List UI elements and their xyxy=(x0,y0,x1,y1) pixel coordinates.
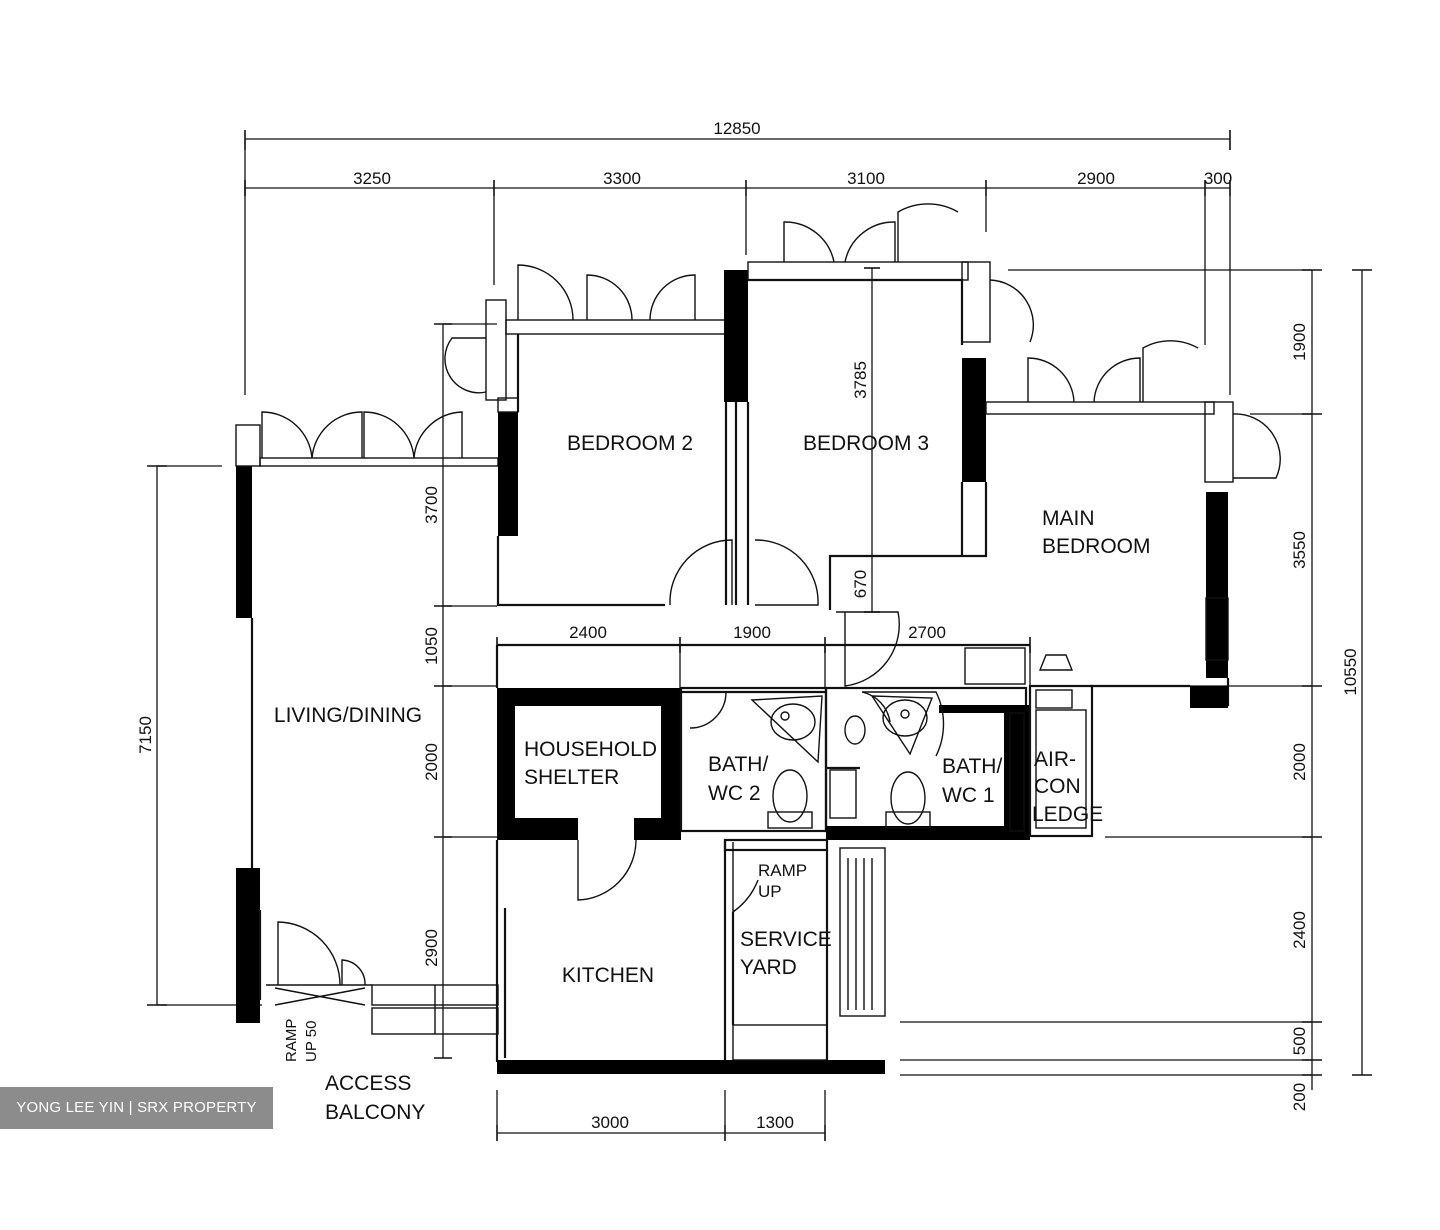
dim-top-1: 3250 xyxy=(353,169,391,188)
dim-bottom-1: 3000 xyxy=(591,1113,629,1132)
dim-left-total: 7150 xyxy=(136,716,155,754)
walls xyxy=(235,261,1234,1074)
room-labels: BEDROOM 2 BEDROOM 3 MAIN BEDROOM LIVING/… xyxy=(274,432,1151,1124)
label-ramp-up-1: RAMP xyxy=(758,861,807,880)
dim-mid-2: 1900 xyxy=(733,623,771,642)
label-ramp-up-2: UP xyxy=(758,882,782,901)
dim-right-6: 200 xyxy=(1290,1083,1309,1111)
label-bath-wc2-1: BATH/ xyxy=(708,753,768,776)
label-service-yard-1: SERVICE xyxy=(740,928,832,951)
dim-mid-3: 2700 xyxy=(908,623,946,642)
label-aircon-3: LEDGE xyxy=(1032,803,1103,826)
dim-top-3: 3100 xyxy=(847,169,885,188)
dim-top-5: 300 xyxy=(1204,169,1232,188)
dim-top-2: 3300 xyxy=(603,169,641,188)
label-service-yard-2: YARD xyxy=(740,956,797,979)
label-bath-wc2-2: WC 2 xyxy=(708,782,761,805)
dim-door-gap: 670 xyxy=(851,570,870,598)
label-living-dining: LIVING/DINING xyxy=(274,704,422,727)
watermark: YONG LEE YIN | SRX PROPERTY xyxy=(0,1087,273,1129)
label-bedroom-2: BEDROOM 2 xyxy=(567,432,693,455)
dim-overall-width: 12850 xyxy=(713,119,760,138)
label-access-balcony-1: ACCESS xyxy=(325,1072,411,1095)
label-access-balcony-2: BALCONY xyxy=(325,1101,425,1124)
dim-right-total: 10550 xyxy=(1341,648,1360,695)
dim-inner-left-1: 3700 xyxy=(422,486,441,524)
label-kitchen: KITCHEN xyxy=(562,964,654,987)
dim-mid-1: 2400 xyxy=(569,623,607,642)
dim-bedroom3-height: 3785 xyxy=(851,361,870,399)
dim-inner-left-3: 2000 xyxy=(422,743,441,781)
dim-right-5: 500 xyxy=(1290,1027,1309,1055)
dim-inner-left-2: 1050 xyxy=(422,627,441,665)
dimension-labels: 12850 3250 3300 3100 2900 300 2400 1900 … xyxy=(136,119,1360,1132)
fixtures xyxy=(750,654,1074,829)
label-aircon-1: AIR- xyxy=(1034,748,1076,771)
label-bath-wc1-2: WC 1 xyxy=(942,784,995,807)
label-main-bedroom-1: MAIN xyxy=(1042,507,1095,530)
dim-inner-left-4: 2900 xyxy=(422,929,441,967)
label-ramp-up50-1: RAMP xyxy=(283,1019,300,1062)
label-household-shelter-1: HOUSEHOLD xyxy=(524,738,657,761)
label-aircon-2: CON xyxy=(1034,775,1081,798)
dim-top-4: 2900 xyxy=(1077,169,1115,188)
label-main-bedroom-2: BEDROOM xyxy=(1042,535,1151,558)
label-household-shelter-2: SHELTER xyxy=(524,766,619,789)
dim-right-1: 1900 xyxy=(1290,323,1309,361)
label-ramp-up50-2: UP 50 xyxy=(303,1021,320,1062)
doors-and-windows xyxy=(261,203,1281,1006)
dim-right-4: 2400 xyxy=(1290,911,1309,949)
dim-bottom-2: 1300 xyxy=(756,1113,794,1132)
label-bedroom-3: BEDROOM 3 xyxy=(803,432,929,455)
dim-right-2: 3550 xyxy=(1290,531,1309,569)
dim-right-3: 2000 xyxy=(1290,743,1309,781)
label-bath-wc1-1: BATH/ xyxy=(942,755,1002,778)
